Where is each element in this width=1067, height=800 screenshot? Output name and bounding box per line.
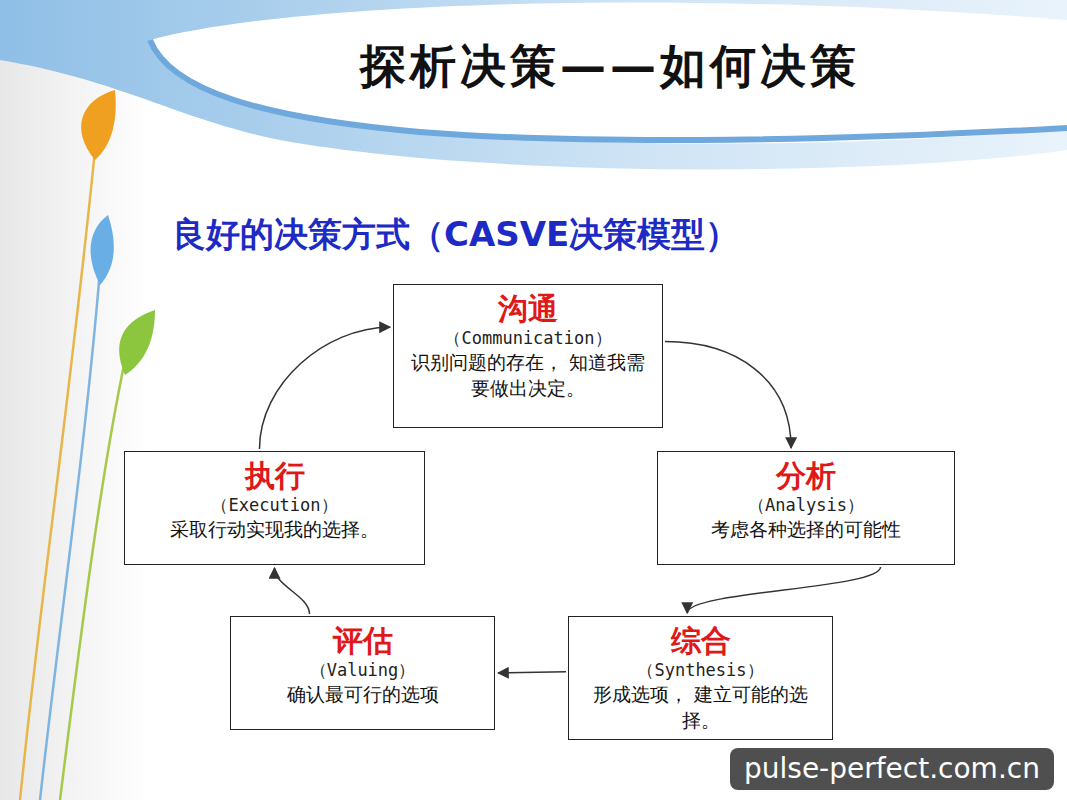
header-band bbox=[0, 0, 1067, 169]
leaf bbox=[81, 90, 116, 160]
step-heading: 执行 bbox=[133, 458, 416, 494]
subtitle: 良好的决策方式（CASVE决策模型） bbox=[172, 212, 739, 258]
step-english: （Valuing） bbox=[239, 659, 486, 681]
header-ellipse bbox=[150, 3, 1067, 144]
stem bbox=[60, 360, 125, 800]
side-shade bbox=[0, 0, 150, 800]
cycle-arrow bbox=[259, 327, 390, 449]
step-box: 分析（Analysis）考虑各种选择的可能性 bbox=[657, 451, 955, 565]
leaf bbox=[119, 310, 155, 375]
step-description: 确认最可行的选项 bbox=[239, 681, 486, 707]
step-box: 综合（Synthesis）形成选项， 建立可能的选择。 bbox=[568, 616, 833, 740]
slide-title: 探析决策——如何决策 bbox=[300, 36, 920, 98]
cycle-arrow bbox=[275, 568, 310, 614]
step-heading: 综合 bbox=[577, 623, 824, 659]
step-box: 评估（Valuing）确认最可行的选项 bbox=[230, 616, 495, 730]
cycle-arrow bbox=[665, 342, 791, 448]
step-box: 沟通（Communication）识别问题的存在， 知道我需要做出决定。 bbox=[393, 284, 663, 428]
cycle-arrow bbox=[498, 672, 566, 673]
cycle-arrow bbox=[687, 567, 880, 613]
stem bbox=[20, 150, 95, 800]
step-heading: 分析 bbox=[666, 458, 946, 494]
step-description: 采取行动实现我的选择。 bbox=[133, 516, 416, 542]
step-description: 考虑各种选择的可能性 bbox=[666, 516, 946, 542]
step-english: （Analysis） bbox=[666, 494, 946, 516]
step-heading: 沟通 bbox=[402, 291, 654, 327]
step-english: （Synthesis） bbox=[577, 659, 824, 681]
leaf bbox=[91, 215, 114, 285]
step-english: （Execution） bbox=[133, 494, 416, 516]
step-heading: 评估 bbox=[239, 623, 486, 659]
watermark: pulse-perfect.com.cn bbox=[730, 748, 1054, 790]
step-box: 执行（Execution）采取行动实现我的选择。 bbox=[124, 451, 425, 565]
step-description: 形成选项， 建立可能的选择。 bbox=[577, 681, 824, 733]
step-description: 识别问题的存在， 知道我需要做出决定。 bbox=[402, 349, 654, 401]
step-english: （Communication） bbox=[402, 327, 654, 349]
